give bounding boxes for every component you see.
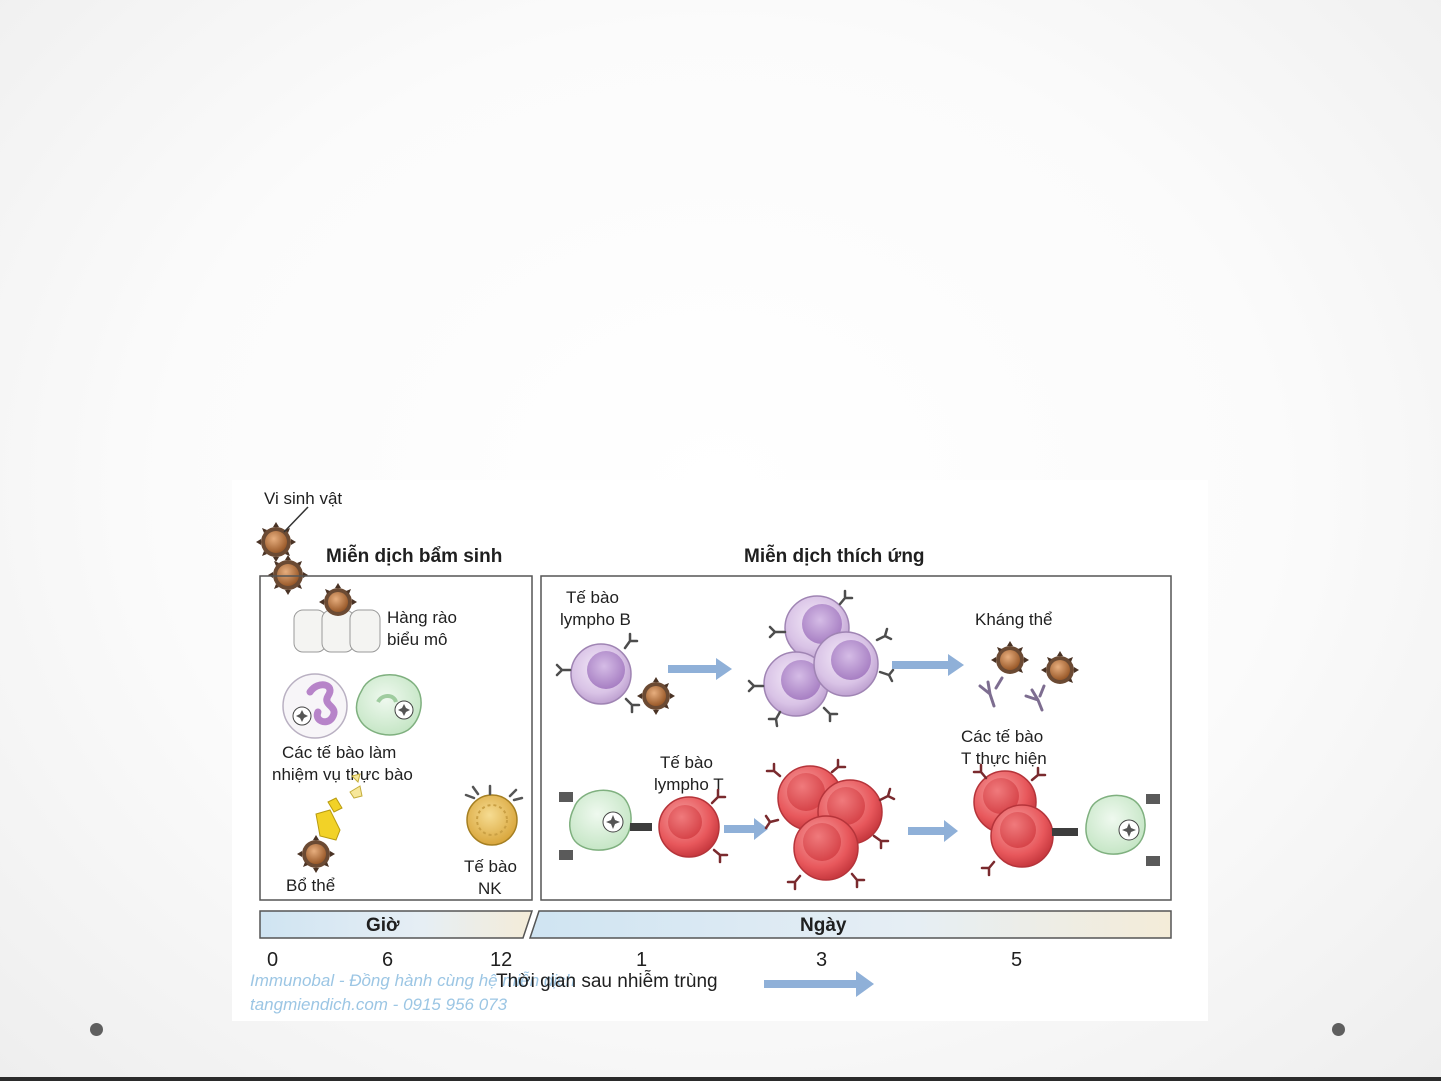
- tick-day-3: 3: [816, 949, 827, 971]
- nk-cell-icon: [464, 784, 524, 846]
- b-lymphocyte-label-1: Tế bào: [566, 588, 619, 607]
- immune-diagram-svg: Vi sinh vật Miễn dịch bẩm sinh Miễn dịch…: [250, 489, 1172, 1014]
- slide-bottom-rule: [0, 1077, 1441, 1081]
- microbe-label: Vi sinh vật: [264, 489, 342, 508]
- tick-day-1: 1: [636, 949, 647, 971]
- tick-6: 6: [382, 949, 393, 971]
- effector-t-label-1: Các tế bào: [961, 727, 1043, 746]
- b-lymphocyte-icon: [555, 632, 675, 715]
- time-arrow-icon: [764, 971, 874, 997]
- antibodies-label: Kháng thể: [975, 610, 1053, 629]
- timeline-bar: [259, 910, 1172, 939]
- arrow-t-activation-icon: [724, 818, 768, 840]
- macrophage-icon: [355, 674, 422, 736]
- target-cell-icon: [1085, 794, 1160, 866]
- neutrophil-icon: [282, 673, 348, 739]
- days-label: Ngày: [800, 915, 847, 936]
- arrow-t-differentiation-icon: [908, 820, 958, 842]
- arrow-b-activation-icon: [668, 658, 732, 680]
- effector-t-label-2: T thực hiện: [961, 749, 1047, 768]
- effector-t-cells-icon: [972, 763, 1078, 877]
- epithelial-barrier-label-2: biểu mô: [387, 630, 447, 649]
- axis-title: Thời gian sau nhiễm trùng: [496, 970, 718, 992]
- immune-response-figure: Vi sinh vật Miễn dịch bẩm sinh Miễn dịch…: [232, 480, 1208, 1021]
- b-lymphocyte-label-2: lympho B: [560, 610, 631, 629]
- complement-icon: [297, 773, 363, 873]
- watermark-line-1: Immunobal - Đồng hành cùng hệ miễn dịch: [250, 971, 575, 990]
- innate-immunity-title: Miễn dịch bẩm sinh: [326, 545, 502, 567]
- tick-12: 12: [490, 949, 512, 971]
- adaptive-immunity-title: Miễn dịch thích ứng: [744, 545, 925, 567]
- b-cell-clones-icon: [747, 589, 895, 728]
- t-lymphocyte-icon: [658, 788, 729, 864]
- arrow-b-differentiation-icon: [892, 654, 964, 676]
- epithelial-barrier-icon: [293, 583, 381, 653]
- nk-cell-label-1: Tế bào: [464, 857, 517, 876]
- antigen-presenting-cell-icon: [559, 789, 652, 860]
- phagocytes-label-1: Các tế bào làm: [282, 743, 396, 762]
- antibodies-icon: [978, 641, 1079, 712]
- t-cell-clones-icon: [764, 758, 896, 891]
- t-lymphocyte-label-2: lympho T: [654, 775, 724, 794]
- epithelial-barrier-label-1: Hàng rào: [387, 608, 457, 627]
- adaptive-frame: [540, 575, 1172, 901]
- watermark-line-2: tangmiendich.com - 0915 956 073: [250, 995, 508, 1014]
- tick-0: 0: [267, 949, 278, 971]
- tick-day-5: 5: [1011, 949, 1022, 971]
- hours-label: Giờ: [366, 915, 400, 936]
- microbe-icon: [256, 506, 309, 595]
- bullet-left-icon: [90, 1023, 103, 1036]
- t-lymphocyte-label-1: Tế bào: [660, 753, 713, 772]
- phagocytes-label-2: nhiệm vụ thực bào: [272, 765, 413, 784]
- nk-cell-label-2: NK: [478, 879, 502, 898]
- complement-label: Bổ thể: [286, 876, 335, 895]
- bullet-right-icon: [1332, 1023, 1345, 1036]
- innate-frame: [259, 575, 533, 901]
